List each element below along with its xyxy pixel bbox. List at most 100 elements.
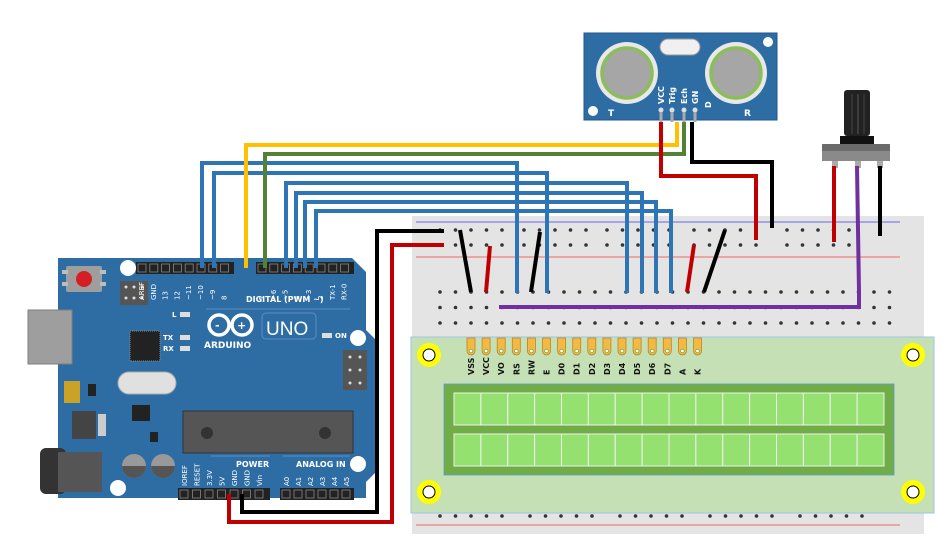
receiver [709, 46, 763, 100]
led-tx [180, 335, 190, 340]
digital-pin-socket[interactable] [149, 263, 159, 273]
sensor-pin[interactable] [658, 107, 664, 113]
breadboard-hole [484, 243, 489, 247]
sensor-pin-leg [659, 112, 663, 122]
breadboard-hole [484, 305, 489, 310]
led-on [322, 333, 332, 338]
sensor-mounting-hole [763, 37, 773, 47]
usb-connector [27, 309, 73, 365]
digital-pin-socket[interactable] [340, 263, 350, 273]
potentiometer[interactable] [822, 90, 890, 168]
breadboard-hole [528, 514, 532, 518]
lcd-pin-label: D4 [618, 362, 627, 375]
wire-d8-trig [244, 122, 679, 268]
lcd-pin-label: D6 [648, 362, 657, 375]
power-pin-socket[interactable] [217, 489, 226, 499]
reset-button[interactable] [62, 266, 106, 292]
digital-pin-socket[interactable] [137, 263, 147, 273]
breadboard-hole [810, 290, 814, 294]
breadboard-hole [816, 243, 820, 247]
jumper-gnd-vss [458, 229, 473, 293]
breadboard-hole [590, 514, 594, 518]
breadboard-hole [738, 228, 743, 232]
breadboard-hole [707, 228, 712, 232]
digital-pin-socket[interactable] [184, 263, 194, 273]
sensor-pin[interactable] [692, 107, 698, 113]
led-l [180, 312, 190, 317]
lcd-character-cell [534, 433, 562, 467]
power-pin-socket[interactable] [192, 489, 201, 499]
digital-pin-label: AREF [138, 282, 146, 300]
lcd-pin-label: VCC [482, 357, 491, 375]
breadboard-hole [537, 228, 542, 232]
breadboard-hole [618, 514, 622, 518]
breadboard-hole [779, 321, 783, 325]
breadboard-hole [522, 228, 526, 232]
analog-header [280, 488, 354, 500]
power-pin-socket[interactable] [254, 489, 264, 499]
digital-pin-socket[interactable] [172, 263, 182, 273]
analog-pin-socket[interactable] [317, 489, 327, 499]
breadboard-hole [670, 321, 675, 325]
wire-pot-wiper [855, 165, 861, 293]
breadboard-hole [546, 321, 551, 325]
wire-sensor-gnd [690, 122, 774, 228]
lcd-character-cell [641, 433, 670, 467]
breadboard-hole [738, 243, 743, 247]
lcd-pin-label: RS [512, 363, 521, 375]
breadboard-hole [515, 321, 520, 325]
analog-pin-socket[interactable] [293, 489, 303, 499]
sensor-pin[interactable] [669, 107, 675, 113]
breadboard-hole [605, 243, 609, 247]
breadboard-hole [717, 321, 721, 325]
breadboard-hole [453, 514, 458, 518]
breadboard-hole [500, 290, 504, 294]
breadboard-hole [500, 243, 504, 247]
breadboard-hole [438, 290, 442, 294]
small-ic [132, 405, 150, 421]
digital-pin-socket[interactable] [220, 263, 230, 273]
lcd-character-cell [614, 392, 643, 426]
lcd-character-cell [561, 392, 589, 426]
analog-pin-socket[interactable] [281, 489, 291, 499]
lcd-pin-label: VO [497, 362, 506, 375]
small-transistor [150, 432, 158, 442]
power-pin-socket[interactable] [179, 489, 189, 499]
sensor-pin[interactable] [681, 107, 687, 113]
wire-d2-d7 [314, 209, 673, 293]
lcd-pin-label: D2 [588, 363, 597, 375]
lcd-pin-hole [468, 348, 474, 354]
breadboard-hole [813, 514, 818, 518]
lcd-pin-label: K [694, 368, 703, 375]
digital-pin-socket[interactable] [328, 263, 338, 273]
breadboard-hole [438, 305, 442, 310]
breadboard-hole [453, 290, 458, 294]
lcd-pin-hole [483, 348, 489, 354]
uno-box [261, 312, 317, 340]
analog-pin-socket[interactable] [305, 489, 315, 499]
lcd-pin-hole [559, 348, 564, 354]
power-pin-label: IOREF [181, 465, 189, 486]
breadboard-hole [531, 321, 535, 325]
breadboard-hole [484, 321, 489, 325]
analog-pin-socket[interactable] [329, 489, 339, 499]
wire-d11-e [212, 171, 549, 293]
fuse [64, 381, 80, 403]
digital-pin-label: 12 [173, 291, 181, 300]
pot-knob[interactable] [844, 90, 870, 136]
breadboard-hole [686, 321, 690, 325]
power-pin-socket[interactable] [204, 489, 214, 499]
breadboard-hole [739, 514, 743, 518]
breadboard-hole [800, 228, 805, 232]
digital-pin-label: ~10 [197, 285, 205, 300]
digital-pin-socket[interactable] [161, 263, 171, 273]
lcd-pin-hole [514, 348, 519, 354]
lcd-pin-hole [619, 348, 625, 354]
logo-plus: + [237, 319, 246, 332]
lcd-character-cell [507, 433, 536, 467]
lcd-character-cell [722, 433, 751, 467]
digital-pin-socket[interactable] [269, 263, 279, 273]
breadboard-hole [847, 228, 851, 232]
analog-pin-socket[interactable] [341, 489, 351, 499]
transmitter-label: T [608, 109, 615, 119]
